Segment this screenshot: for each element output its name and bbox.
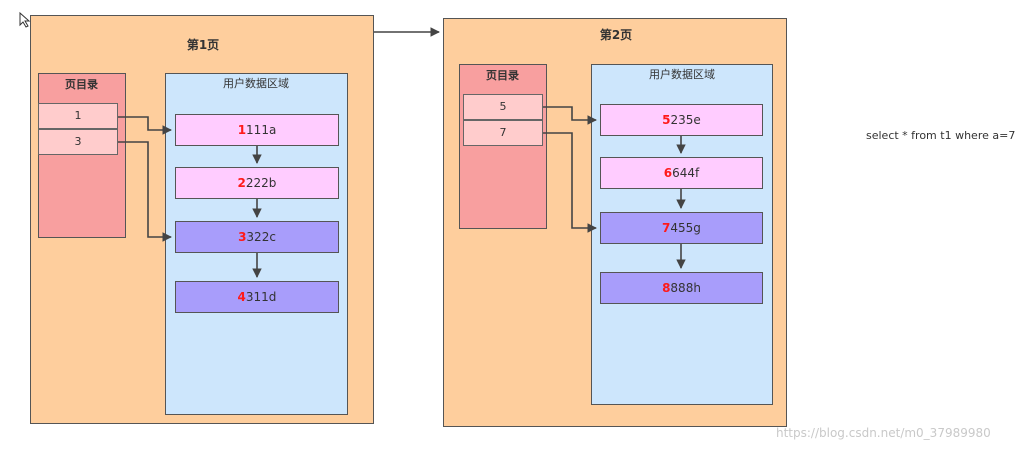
page-1-title: 第1页: [186, 38, 220, 52]
page-1-directory: 页目录: [38, 73, 126, 238]
cursor-icon: [19, 11, 31, 28]
page-2-directory-title: 页目录: [486, 69, 519, 82]
page-2-directory-slot-2: 7: [463, 120, 543, 146]
page-1-directory-title: 页目录: [65, 78, 98, 91]
page-2-directory: 页目录: [459, 64, 547, 229]
page-2-directory-slot-1: 5: [463, 94, 543, 120]
page-2-title: 第2页: [599, 28, 633, 42]
page-2-user-data-region-title: 用户数据区域: [649, 68, 715, 81]
watermark: https://blog.csdn.net/m0_37989980: [776, 426, 991, 440]
query-text: select * from t1 where a=7: [866, 129, 1016, 142]
page-1-directory-slot-1: 1: [38, 103, 118, 129]
page-1-directory-slot-2: 3: [38, 129, 118, 155]
page-1-user-data-region-title: 用户数据区域: [223, 77, 289, 90]
